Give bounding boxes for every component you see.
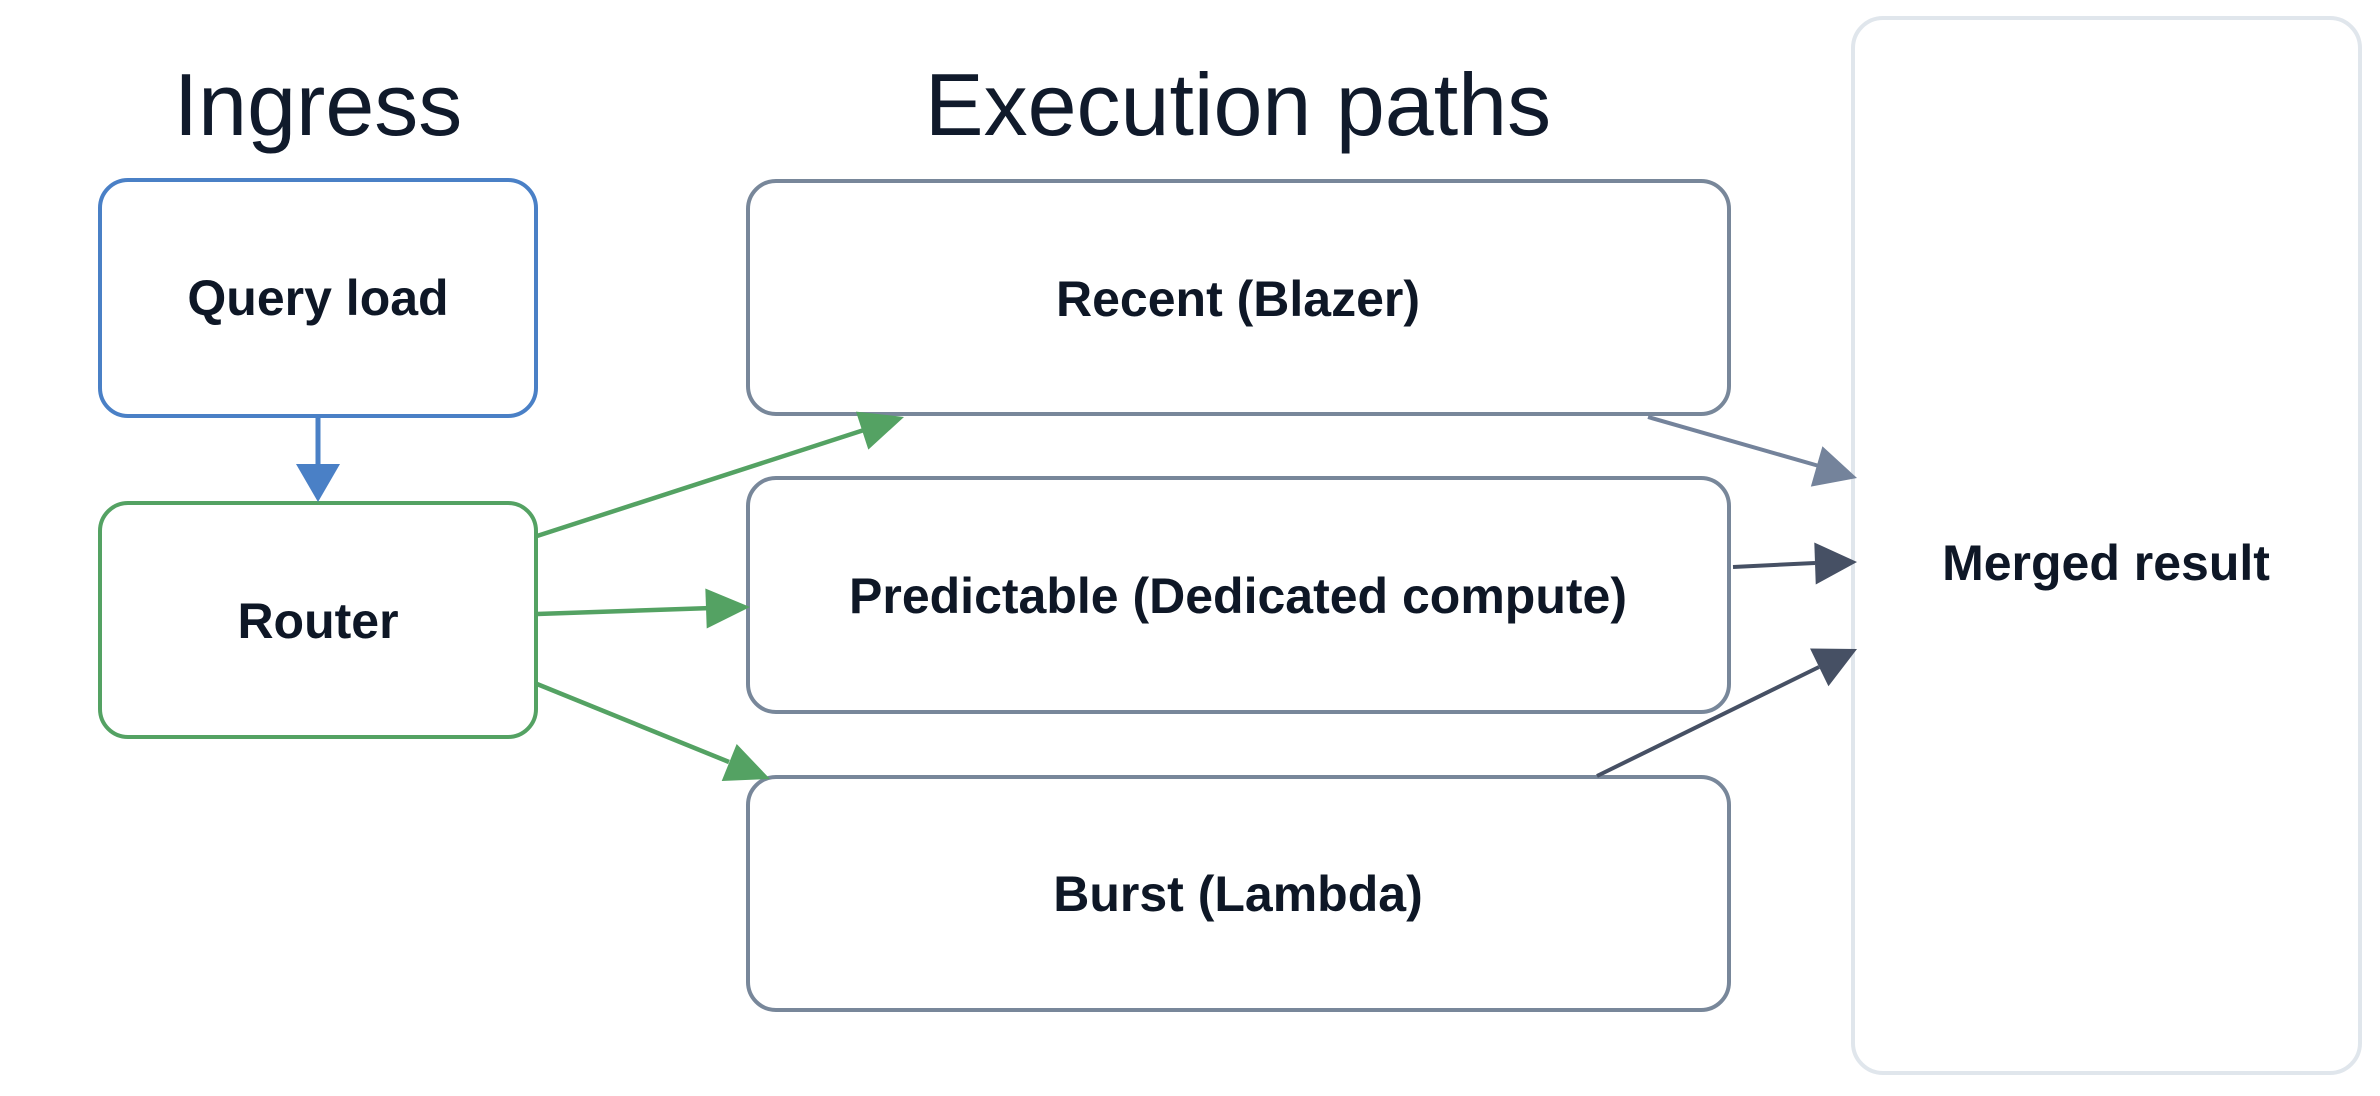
arrowhead-query-to-router [296,464,340,502]
arrowhead-router-to-predictable [705,588,750,629]
edge-router-to-recent [536,427,865,539]
merged-result-label: Merged result [1942,535,2270,591]
predictable-node [746,476,1731,714]
merged-result-node [1851,16,2362,1075]
edge-predictable-to-merged [1732,561,1816,569]
router-label: Router [237,593,398,649]
ingress-section-title: Ingress [174,55,463,154]
burst-lambda-node [746,775,1731,1012]
recent-blazer-label: Recent (Blazer) [1056,271,1420,327]
edge-router-to-predictable [536,605,713,617]
arrowhead-router-to-recent [855,411,904,450]
router-node [98,501,538,739]
edge-burst-to-merged [1596,665,1820,778]
predictable-label: Predictable (Dedicated compute) [849,568,1627,624]
arrowhead-recent-to-merged [1810,446,1857,487]
arrowhead-router-to-burst [721,743,770,782]
query-load-node [98,178,538,418]
burst-lambda-label: Burst (Lambda) [1053,866,1422,922]
edge-recent-to-merged [1647,415,1820,468]
arrowhead-burst-to-merged [1810,648,1857,687]
recent-blazer-node [746,179,1731,416]
query-load-label: Query load [187,270,448,326]
edge-router-to-burst [536,681,730,765]
arrowhead-predictable-to-merged [1814,542,1857,585]
execution-paths-section-title: Execution paths [925,55,1551,154]
